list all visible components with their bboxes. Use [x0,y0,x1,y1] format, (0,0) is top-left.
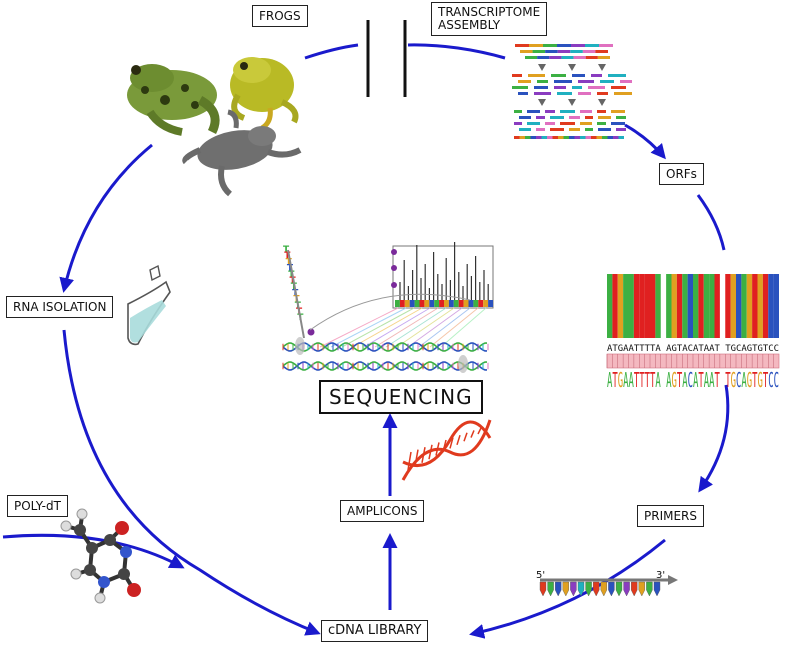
arrow-break-to-transcriptome [407,43,506,60]
sequencing-chromatogram [391,242,494,309]
clawed-frog-image [182,109,302,197]
cycle-arrows [2,43,730,639]
transcriptome-label-line1: TRANSCRIPTOME [438,5,541,19]
arrow-frogs-to-break [304,43,359,60]
arrow-polydt-to-cdna [2,533,185,569]
green-frog-image [127,64,220,136]
primer-image: 5' 3' [536,570,678,597]
transcriptome-label-line2: ASSEMBLY [438,18,501,32]
primers-label: PRIMERS [637,505,705,527]
frog-images [127,57,302,197]
rna-isolation-label: RNA ISOLATION [6,296,114,318]
sequencing-label: SEQUENCING [319,380,483,414]
amplicons-label: AMPLICONS [340,500,425,522]
three-prime-label: 3' [656,570,665,581]
arrow-frogs-to-rna [59,143,153,293]
sequencing-dna-strands [282,342,489,371]
transcriptome-assembly-label: TRANSCRIPTOME ASSEMBLY [431,2,548,36]
sequencing-illustration: TTTTTTTTTTTT [282,242,494,373]
alignment-sequence-logo: ATGAATTTTA AGTACATAAT TGCAGTGTCC [607,368,779,392]
poly-dt-label: POLY-dT [7,495,68,517]
svg-text:T: T [284,251,291,261]
svg-text:T: T [286,257,293,267]
tube-icon [127,264,171,346]
sequence-alignment-image: ATGAATTTTA AGTACATAAT TGCAGTGTCC ATGAATT… [606,274,780,392]
frogs-label: FROGS [252,5,308,27]
svg-text:T: T [283,245,290,255]
orfs-label: ORFs [659,163,704,185]
arrow-orfs-to-alignment [696,194,726,251]
dna-helix-icon [401,419,492,481]
alignment-consensus: ATGAATTTTA AGTACATAAT TGCAGTGTCC [607,344,779,354]
molecule-icon [60,508,141,604]
sequencing-reads: TTTTTTTTTTTT [283,245,315,339]
arrow-transcriptome-to-orfs [624,123,666,160]
arrow-rna-to-cdna [62,329,321,636]
break-marks [366,20,407,97]
arrow-primers-to-cdna [469,538,666,639]
arrow-alignment-to-primers [698,384,730,493]
cdna-library-label: cDNA LIBRARY [321,620,429,642]
five-prime-label: 5' [536,570,545,581]
tree-frog-image [230,57,299,131]
transcriptome-assembly-image [512,44,632,139]
